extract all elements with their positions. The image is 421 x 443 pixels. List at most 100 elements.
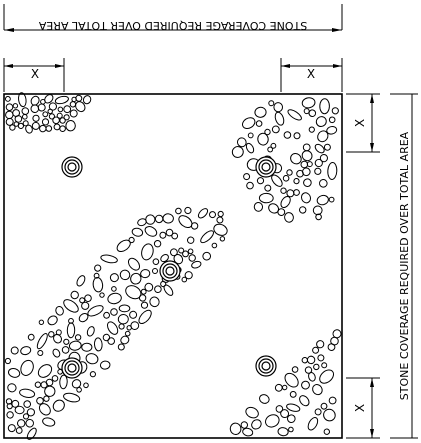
stone (301, 150, 313, 162)
stone (242, 427, 254, 437)
stone (47, 315, 58, 326)
stone (26, 427, 37, 440)
stone (57, 106, 64, 113)
top-coverage-note: STONE COVERAGE REQUIRED OVER TOTAL AREA (38, 19, 307, 32)
stone (236, 137, 247, 148)
stone (21, 114, 28, 120)
stone (93, 337, 103, 352)
stone (124, 330, 131, 337)
stone (117, 343, 125, 351)
stone (65, 120, 76, 132)
stone (7, 383, 17, 393)
stone (271, 174, 283, 187)
stone (48, 113, 55, 120)
stone (268, 100, 275, 107)
sprinkler-head-symbol (255, 355, 277, 377)
stone (66, 322, 76, 339)
stone (106, 321, 119, 335)
stone (229, 422, 242, 435)
stone (107, 292, 122, 305)
stone (18, 92, 27, 108)
stone (78, 312, 89, 323)
stone (286, 403, 301, 412)
stone (52, 348, 61, 358)
stone (63, 338, 70, 345)
stone (22, 413, 30, 420)
stone (42, 111, 49, 118)
stone (273, 102, 284, 113)
stone (175, 207, 182, 215)
stone (160, 254, 169, 263)
stone (270, 142, 277, 149)
stone (299, 395, 310, 407)
stone (316, 194, 329, 206)
stone (256, 177, 265, 185)
dim-top-right-label: X (307, 67, 315, 81)
stone (284, 212, 294, 223)
stone (312, 205, 323, 216)
stone (213, 223, 228, 236)
stone (110, 308, 118, 316)
side-coverage-note: STONE COVERAGE REQUIRED OVER TOTAL AREA (398, 131, 411, 400)
stone (63, 105, 72, 114)
stone (323, 428, 331, 435)
stone (5, 110, 14, 120)
stone (75, 101, 86, 113)
stone (211, 242, 218, 249)
stone (152, 258, 160, 266)
stone (200, 230, 214, 244)
stone (41, 118, 50, 126)
sprinkler-head-symbol (159, 260, 181, 282)
stone (307, 417, 319, 431)
stone (117, 313, 129, 325)
stone (306, 355, 316, 365)
stone (25, 124, 33, 134)
stone (258, 192, 274, 204)
stone (202, 251, 212, 261)
stone (23, 400, 31, 408)
stone (245, 142, 255, 154)
stone (283, 131, 292, 139)
stone (149, 296, 160, 308)
stone (107, 337, 115, 345)
stone (190, 222, 199, 230)
stone (308, 372, 316, 382)
stone (290, 152, 302, 165)
stone (59, 374, 68, 390)
area-boundary (3, 93, 343, 439)
stone (30, 95, 40, 106)
stone (328, 196, 335, 203)
stone (286, 414, 296, 424)
stone (312, 346, 320, 354)
stone (118, 323, 125, 330)
stone (9, 124, 16, 131)
stone (243, 173, 251, 181)
stone (59, 125, 66, 132)
stone (34, 381, 42, 388)
stone (314, 143, 325, 154)
stone (280, 195, 291, 209)
stone (38, 319, 45, 325)
stone (37, 364, 53, 378)
stone (188, 254, 196, 262)
stone (153, 240, 162, 248)
stone (197, 208, 209, 219)
stone (82, 95, 92, 105)
stone (165, 228, 174, 237)
stone (255, 120, 263, 127)
stone (128, 236, 135, 244)
stone (144, 282, 154, 292)
stone (37, 350, 44, 356)
stone (52, 399, 65, 412)
stone (44, 94, 54, 104)
stone (247, 132, 254, 139)
stone (274, 383, 283, 392)
stone (259, 394, 270, 404)
stone (154, 285, 162, 294)
stone (130, 272, 142, 285)
stone (303, 108, 310, 115)
stone (317, 354, 325, 362)
stone (14, 405, 25, 415)
top-overall-dimension: STONE COVERAGE REQUIRED OVER TOTAL AREA (3, 4, 343, 32)
